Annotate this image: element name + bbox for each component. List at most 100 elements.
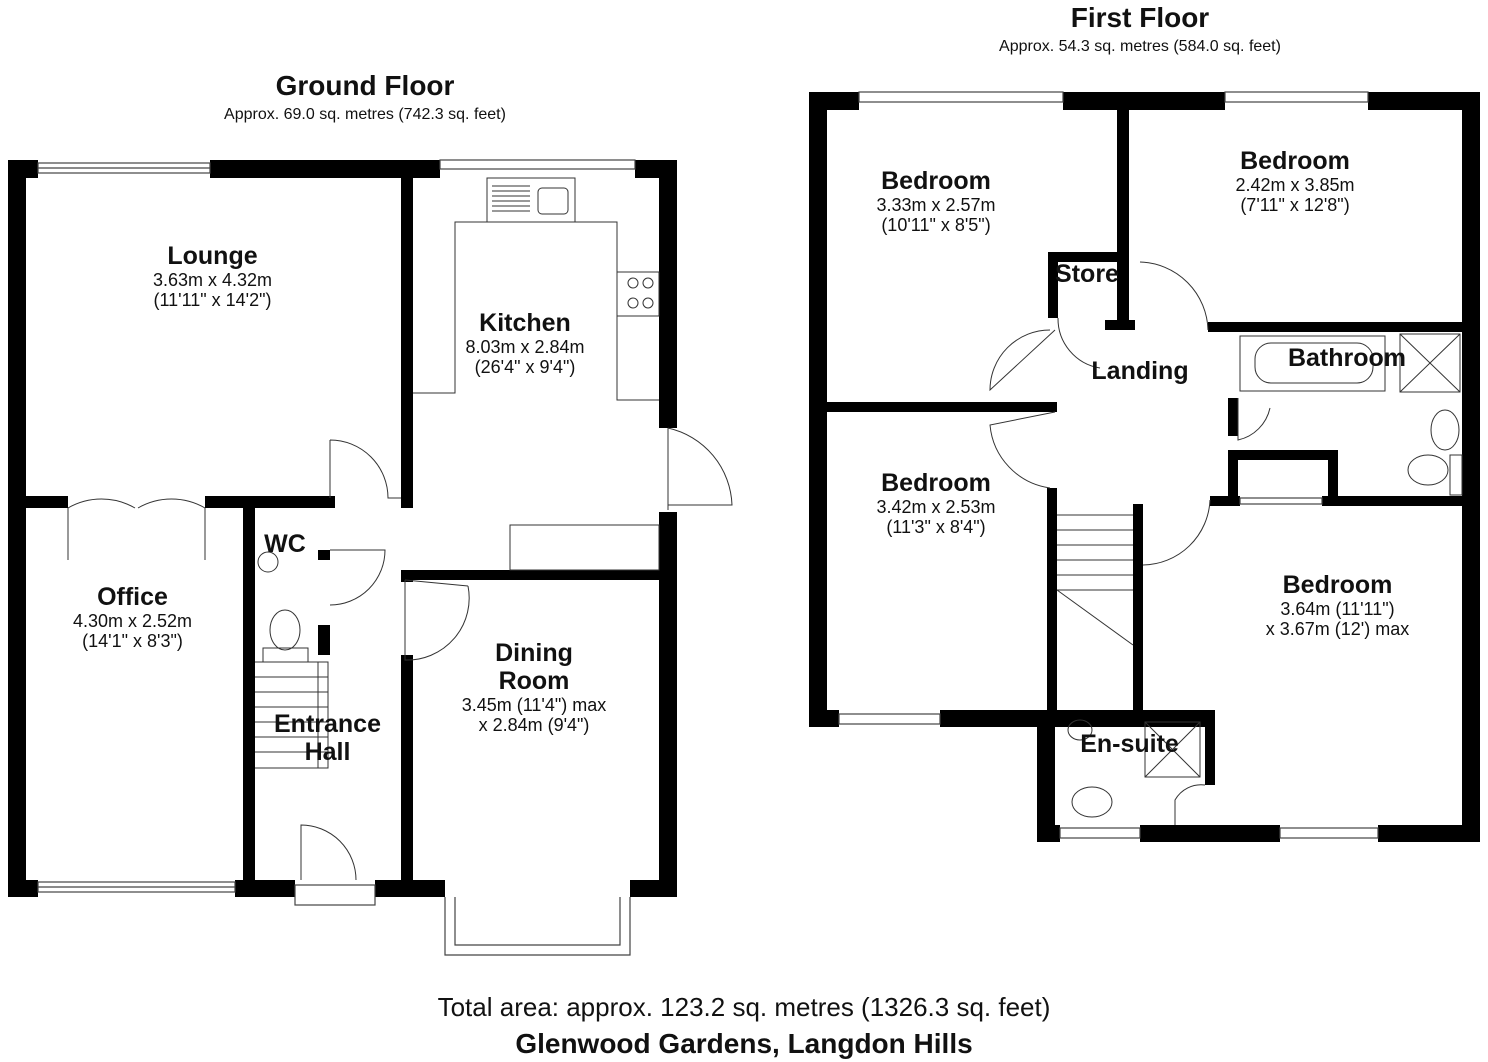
room-dimension-imperial: x 2.84m (9'4") xyxy=(478,715,590,736)
first-north-wall-a xyxy=(809,92,859,110)
room-name: Room xyxy=(498,667,570,695)
ground-south-wall-a xyxy=(8,880,38,897)
room-dimension-imperial: (11'3" x 8'4") xyxy=(886,517,986,538)
ground-stairs xyxy=(255,661,329,769)
ground-north-wall-b xyxy=(210,160,440,178)
bathroom-toilet xyxy=(1407,454,1449,486)
room-bedroom-4: Bedroom 3.64m (11'11") x 3.67m (12') max xyxy=(1220,571,1455,639)
room-name: WC xyxy=(264,530,306,558)
room-dimension-imperial: (14'1" x 8'3") xyxy=(82,631,183,652)
room-dimension: 3.33m x 2.57m xyxy=(876,195,996,215)
office-door-left xyxy=(67,498,136,560)
bedroom1-bedroom3-wall xyxy=(809,402,1057,412)
room-dimension: 4.30m x 2.52m xyxy=(72,611,193,631)
fixtures xyxy=(255,177,1463,818)
dining-east-wall xyxy=(659,512,677,897)
ground-south-wall-c xyxy=(375,880,445,897)
room-bathroom: Bathroom xyxy=(1272,344,1422,372)
room-name: Bathroom xyxy=(1287,344,1407,372)
room-name: Entrance xyxy=(274,710,381,738)
ground-floor-title: Ground Floor xyxy=(275,70,455,101)
ensuite-west-wall xyxy=(1037,710,1055,842)
room-name: Dining xyxy=(495,639,573,667)
room-dimension-imperial: (26'4" x 9'4") xyxy=(474,357,576,378)
ground-floor-area: Approx. 69.0 sq. metres (742.3 sq. feet) xyxy=(224,106,506,123)
first-east-wall xyxy=(1462,92,1480,842)
room-dimension: 2.42m x 3.85m xyxy=(1235,175,1355,195)
office-door-right xyxy=(137,498,206,560)
kitchen-side-door xyxy=(667,427,733,510)
room-bedroom-2: Bedroom 2.42m x 3.85m (7'11" x 12'8") xyxy=(1185,147,1405,215)
first-stairs xyxy=(1056,514,1134,646)
room-dimension: 8.03m x 2.84m xyxy=(465,337,585,357)
cupboard-top-wall xyxy=(1228,450,1338,460)
hall-kitchen-stub xyxy=(401,580,413,582)
bathroom-bottom-wall xyxy=(1322,496,1462,506)
first-south-wall-b xyxy=(1140,825,1280,842)
store-left-wall xyxy=(1048,252,1058,318)
first-floor-area: Approx. 54.3 sq. metres (584.0 sq. feet) xyxy=(999,38,1281,55)
bedroom3-window xyxy=(838,713,941,725)
hob-ring xyxy=(642,297,654,309)
room-dimension-imperial: x 3.67m (12') max xyxy=(1265,619,1410,640)
room-name: Hall xyxy=(304,738,351,766)
room-name: En-suite xyxy=(1080,730,1179,758)
bedroom3-south-wall-a xyxy=(809,710,839,727)
store-door xyxy=(1057,317,1101,369)
bay-window xyxy=(444,897,631,956)
sink-drainer xyxy=(492,185,530,212)
bedroom3-south-wall-b xyxy=(940,710,1215,727)
first-floor-title: First Floor xyxy=(1070,2,1210,33)
kitchen-unit xyxy=(509,524,660,571)
room-dimension: 3.63m x 4.32m xyxy=(152,270,273,290)
ensuite-basin xyxy=(1067,719,1093,741)
cupboard-bottom-wall-a xyxy=(1210,496,1240,506)
ensuite-east-wall xyxy=(1205,710,1215,785)
cupboard-left-wall xyxy=(1228,450,1238,500)
bedroom-divider xyxy=(1117,110,1129,328)
room-name: Kitchen xyxy=(479,309,571,337)
kitchen-dining-wall xyxy=(401,570,677,580)
room-name: Office xyxy=(97,583,168,611)
bathroom-basin xyxy=(1430,409,1460,451)
ground-south-wall-b xyxy=(235,880,295,897)
total-area: Total area: approx. 123.2 sq. metres (13… xyxy=(437,992,1051,1022)
room-ensuite: En-suite xyxy=(1062,730,1197,758)
dining-door xyxy=(404,579,470,661)
first-north-wall-b xyxy=(1063,92,1225,110)
room-kitchen: Kitchen 8.03m x 2.84m (26'4" x 9'4") xyxy=(410,309,640,377)
bedroom4-window xyxy=(1279,827,1379,839)
bathroom-door xyxy=(1237,398,1271,441)
bedroom1-window xyxy=(858,91,1064,103)
room-dimension: 3.64m (11'11") xyxy=(1280,599,1395,619)
bath-inner xyxy=(1254,342,1374,384)
room-dining: Dining Room 3.45m (11'4") max x 2.84m (9… xyxy=(414,639,654,735)
front-door-step xyxy=(294,884,376,906)
lounge-kitchen-partition xyxy=(401,178,413,508)
room-name: Store xyxy=(1055,260,1119,288)
front-door xyxy=(300,824,357,881)
ground-north-wall-a xyxy=(8,160,38,178)
doors xyxy=(67,261,1271,881)
room-office: Office 4.30m x 2.52m (14'1" x 8'3") xyxy=(20,583,245,651)
sink-bowl xyxy=(537,187,569,215)
kitchen-hob xyxy=(616,271,660,317)
room-dimension: 3.45m (11'4") max xyxy=(461,695,607,715)
stair-right-wall xyxy=(1133,504,1143,710)
bedroom2-window xyxy=(1224,91,1369,103)
room-dimension-imperial: (10'11" x 8'5") xyxy=(881,215,991,236)
store-top-wall xyxy=(1048,252,1120,262)
kitchen-east-wall-upper xyxy=(659,160,677,428)
first-north-wall-c xyxy=(1368,92,1480,110)
hall-dining-partition xyxy=(401,655,413,897)
ensuite-door xyxy=(1174,784,1206,825)
windows xyxy=(37,91,1379,956)
room-landing: Landing xyxy=(1075,357,1205,385)
room-bedroom-3: Bedroom 3.42m x 2.53m (11'3" x 8'4") xyxy=(830,469,1042,537)
room-lounge: Lounge 3.63m x 4.32m (11'11" x 14'2") xyxy=(100,242,325,310)
room-name: Lounge xyxy=(167,242,258,270)
lounge-office-wall-b xyxy=(205,496,335,508)
bedroom4-door xyxy=(1142,499,1211,566)
ensuite-shower xyxy=(1144,721,1201,778)
room-name: Bedroom xyxy=(1240,147,1350,175)
